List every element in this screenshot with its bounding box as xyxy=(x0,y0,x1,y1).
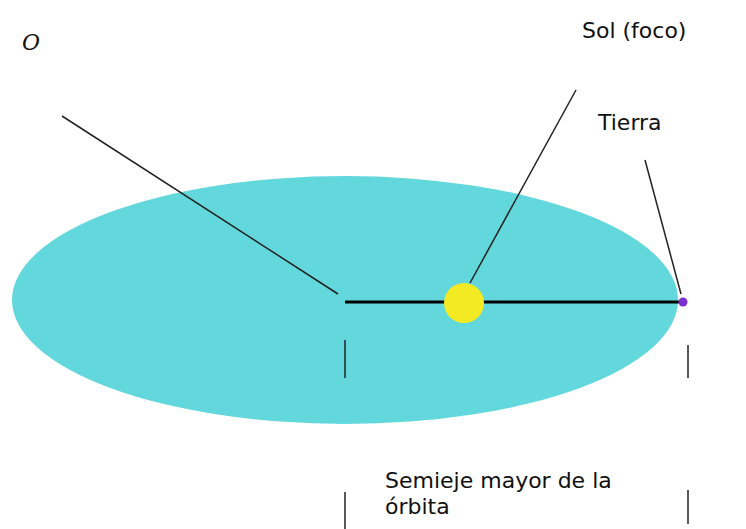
semi-major-axis xyxy=(345,301,683,304)
dimension-tick xyxy=(687,490,689,524)
earth-symbol xyxy=(679,298,688,307)
leader-line xyxy=(470,90,576,283)
dimension-tick xyxy=(344,492,346,529)
sun-label: Sol (foco) xyxy=(582,18,686,44)
orbit-ellipse xyxy=(12,176,678,424)
leader-line xyxy=(645,160,681,294)
earth-label: Tierra xyxy=(598,110,662,136)
sun-symbol xyxy=(444,283,484,323)
leader-line xyxy=(62,116,338,294)
dimension-tick xyxy=(344,340,346,378)
dimension-tick xyxy=(687,345,689,378)
point-label: O xyxy=(22,30,40,56)
axis-label: Semieje mayor de la órbita xyxy=(385,468,617,521)
